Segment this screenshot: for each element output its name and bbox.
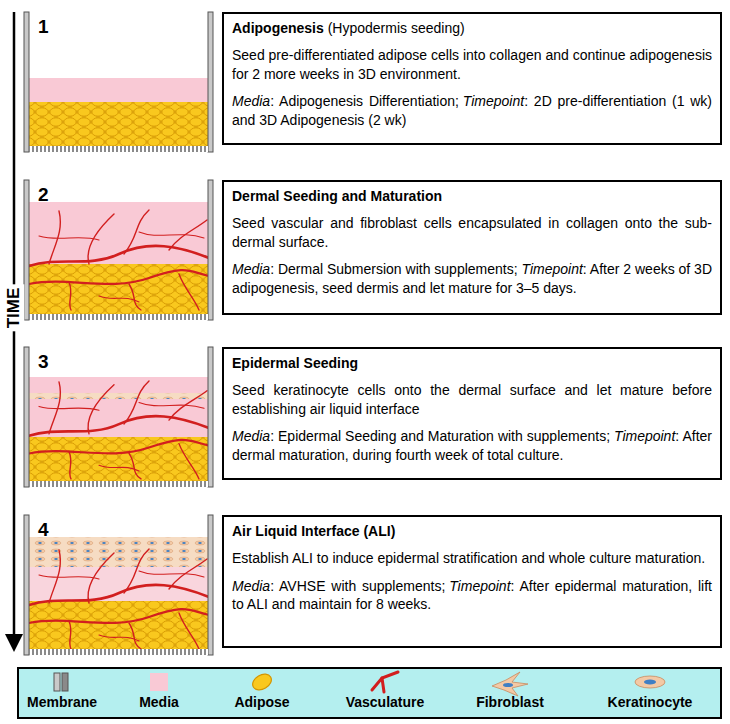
- step-text: Establish ALI to induce epidermal strati…: [232, 550, 705, 566]
- step-text: (Hypodermis seeding): [328, 20, 465, 36]
- vasculature-icon: [372, 672, 398, 692]
- step-box: Air Liquid Interface (ALI) Establish ALI …: [222, 515, 722, 648]
- step-text: Seed pre-differentiated adipose cells in…: [232, 47, 712, 81]
- legend-text: Fibroblast: [476, 694, 544, 710]
- step-box: Dermal Seeding and MaturationSeed vascul…: [222, 180, 722, 315]
- field-name: Timepoint: [463, 93, 524, 109]
- text-line: Epidermal Seeding: [232, 354, 712, 372]
- step-number: 1: [38, 16, 49, 38]
- fibroblast-icon: [492, 672, 528, 696]
- step-text: : Dermal Submersion with supplements;: [270, 261, 517, 277]
- text-line: Media: AVHSE with supplements;Timepoint:…: [232, 577, 712, 614]
- step-number: 4: [38, 519, 49, 541]
- field-name: Timepoint: [614, 428, 675, 444]
- keratinocyte-icon: [635, 676, 665, 688]
- field-name: Media: [232, 578, 270, 594]
- text-line: Media: Epidermal Seeding and Maturation …: [232, 427, 712, 464]
- text-line: Air Liquid Interface (ALI): [232, 522, 712, 540]
- text-line: Seed pre-differentiated adipose cells in…: [232, 46, 712, 83]
- text-line: Media: Dermal Submersion with supplement…: [232, 260, 712, 297]
- step-heading: Air Liquid Interface (ALI): [232, 523, 395, 539]
- step-box: Adipogenesis(Hypodermis seeding) Seed pre…: [222, 12, 722, 145]
- legend-text: Vasculature: [346, 694, 425, 710]
- field-name: Media: [232, 428, 270, 444]
- membrane-icon: [54, 673, 68, 691]
- step-text: : Epidermal Seeding and Maturation with …: [270, 428, 610, 444]
- step-number: 2: [38, 184, 49, 206]
- step-number: 3: [38, 351, 49, 373]
- step-box: Epidermal SeedingSeed keratinocyte cells…: [222, 347, 722, 480]
- legend-text: Media: [139, 694, 179, 710]
- adipose-icon: [250, 671, 274, 693]
- field-name: Media: [232, 93, 270, 109]
- field-name: Media: [232, 261, 270, 277]
- field-name: Timepoint: [521, 261, 582, 277]
- text-line: Adipogenesis(Hypodermis seeding): [232, 19, 712, 37]
- legend-text: Membrane: [27, 694, 97, 710]
- text-line: Establish ALI to induce epidermal strati…: [232, 549, 712, 567]
- axis-label: TIME: [4, 285, 24, 332]
- text-line: Media: Adipogenesis Differentiation;Time…: [232, 92, 712, 129]
- step-text: : Adipogenesis Differentiation;: [270, 93, 459, 109]
- legend-swatch: [150, 673, 168, 691]
- step-heading: Adipogenesis: [232, 20, 324, 36]
- text-line: Dermal Seeding and Maturation: [232, 187, 712, 205]
- step-text: : AVHSE with supplements;: [270, 578, 445, 594]
- legend-text: Adipose: [234, 694, 289, 710]
- step-heading: Dermal Seeding and Maturation: [232, 188, 442, 204]
- step-heading: Epidermal Seeding: [232, 355, 358, 371]
- step-text: Seed keratinocyte cells onto the dermal …: [232, 382, 712, 416]
- text-line: Seed keratinocyte cells onto the dermal …: [232, 381, 712, 418]
- step-text: Seed vascular and fibroblast cells encap…: [232, 215, 712, 249]
- field-name: Timepoint: [449, 578, 510, 594]
- text-line: Seed vascular and fibroblast cells encap…: [232, 214, 712, 251]
- legend-text: Keratinocyte: [608, 694, 693, 710]
